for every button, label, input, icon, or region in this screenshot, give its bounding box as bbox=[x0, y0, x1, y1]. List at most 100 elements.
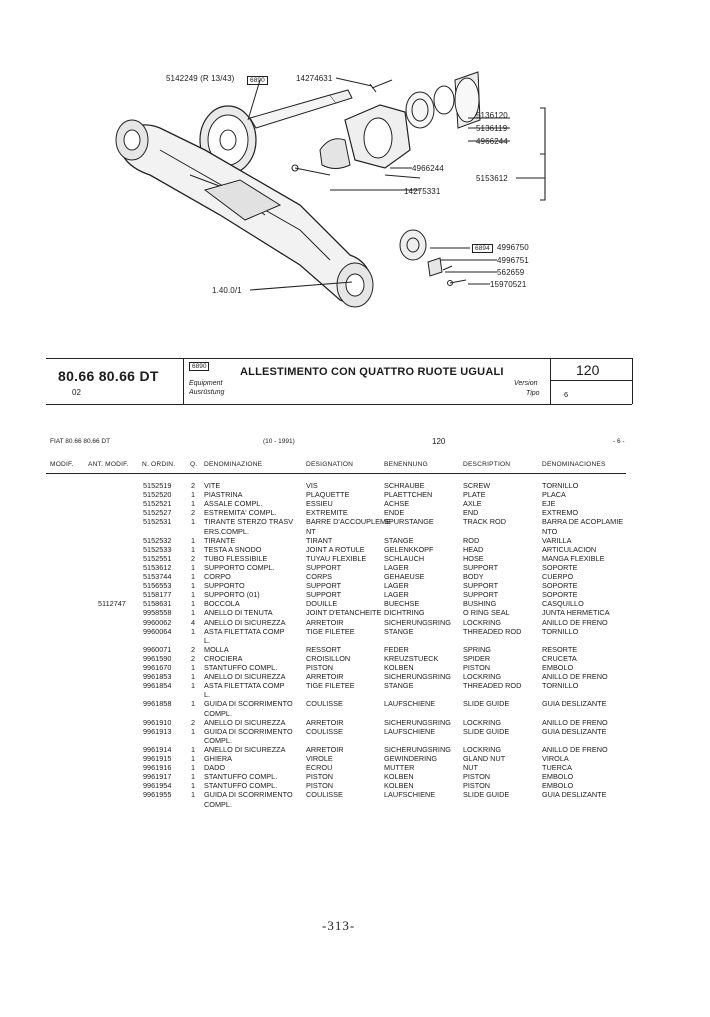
cell-designation: COULISSE bbox=[306, 699, 343, 709]
cell-benennung: LAGER bbox=[384, 562, 409, 572]
cell-description: THREADED ROD bbox=[463, 681, 522, 691]
cell-designation: VIS bbox=[306, 481, 318, 490]
cell-benennung: ACHSE bbox=[384, 499, 410, 509]
cell-denominazione: ANELLO DI TENUTA bbox=[204, 608, 273, 618]
cell-denominaciones: ARTICULACION bbox=[542, 544, 597, 554]
cell-qty: 1 bbox=[191, 681, 196, 691]
cell-denominazione: ANELLO DI SICUREZZA bbox=[204, 617, 286, 627]
cell-description: LOCKRING bbox=[463, 617, 502, 627]
subheader-page: - 6 - bbox=[613, 438, 625, 445]
col-benennung: BENENNUNG bbox=[384, 461, 428, 468]
cell-benennung: LAUFSCHIENE bbox=[384, 699, 436, 709]
subheader-model: FIAT 80.66 80.66 DT bbox=[50, 438, 111, 445]
cell-description: BUSHING bbox=[463, 599, 497, 609]
cell-designation: TIRANT bbox=[306, 535, 333, 545]
cell-designation: SUPPORT bbox=[306, 581, 342, 591]
label-14275331: 14275331 bbox=[404, 187, 441, 196]
cell-description: NUT bbox=[463, 763, 478, 773]
cell-denominaciones: CUERPO bbox=[542, 572, 574, 581]
cell-designation: ARRETOIR bbox=[306, 672, 344, 682]
tipo-label: Tipo bbox=[526, 390, 540, 397]
cell-qty: 2 bbox=[191, 553, 196, 563]
exploded-axle-diagram: 5142249 (R 13/43) 6890 14274631 5136120 … bbox=[0, 0, 710, 350]
label-4996750: 4996750 bbox=[497, 243, 529, 252]
cell-denominazione: GHIERA bbox=[204, 754, 232, 763]
cell-ordin: 9961853 bbox=[143, 672, 172, 682]
cell-ordin: 9961910 bbox=[143, 717, 172, 727]
cell-qty: 1 bbox=[191, 490, 196, 500]
header-divider-1 bbox=[183, 358, 184, 404]
badge-6890: 6890 bbox=[247, 76, 268, 85]
axle-drawing bbox=[115, 71, 546, 308]
cell-designation: PISTON bbox=[306, 781, 334, 791]
cell-ordin: 5152521 bbox=[143, 499, 172, 509]
badge-6894: 6894 bbox=[472, 244, 493, 253]
cell-denominaciones: EMBOLO bbox=[542, 781, 574, 791]
cell-denominazione: L. bbox=[204, 635, 211, 645]
col-description: DESCRIPTION bbox=[463, 461, 511, 468]
cell-benennung: LAGER bbox=[384, 581, 409, 591]
cell-ordin: 9961954 bbox=[143, 781, 172, 791]
label-5153612: 5153612 bbox=[476, 174, 508, 183]
cell-ordin: 9961913 bbox=[143, 726, 172, 736]
cell-designation: PLAQUETTE bbox=[306, 490, 350, 500]
cell-denominaciones: EMBOLO bbox=[542, 772, 574, 782]
cell-qty: 2 bbox=[191, 653, 196, 663]
cell-designation: DOUILLE bbox=[306, 599, 338, 609]
col-qty: Q. bbox=[190, 461, 198, 468]
cell-denominazione: COMPL. bbox=[204, 708, 232, 718]
cell-ordin: 5158631 bbox=[143, 599, 172, 609]
cell-description: SPIDER bbox=[463, 653, 491, 663]
cell-description: SUPPORT bbox=[463, 590, 499, 600]
cell-qty: 1 bbox=[191, 781, 196, 791]
cell-benennung: SCHLAUCH bbox=[384, 553, 425, 563]
cell-designation: SUPPORT bbox=[306, 590, 342, 600]
cell-ordin: 9961854 bbox=[143, 681, 172, 691]
section-title: ALLESTIMENTO CON QUATTRO RUOTE UGUALI bbox=[240, 366, 504, 378]
cell-ordin: 5158177 bbox=[143, 590, 172, 600]
cell-denominazione: PIASTRINA bbox=[204, 490, 243, 500]
cell-designation: RESSORT bbox=[306, 644, 342, 654]
cell-qty: 1 bbox=[191, 672, 196, 682]
cell-denominazione: TIRANTE STERZO TRASV bbox=[204, 517, 294, 527]
version-label: Version bbox=[514, 380, 538, 387]
col-denominaciones: DENOMINACIONES bbox=[542, 461, 606, 468]
cell-qty: 1 bbox=[191, 544, 196, 554]
label-4996751: 4996751 bbox=[497, 256, 529, 265]
cell-designation: VIROLE bbox=[306, 754, 333, 763]
cell-ordin: 5152551 bbox=[143, 553, 172, 563]
cell-ordin: 5153744 bbox=[143, 572, 172, 581]
cell-designation: SUPPORT bbox=[306, 562, 342, 572]
cell-denominaciones: MANGA FLEXIBLE bbox=[542, 553, 605, 563]
col-denominazione: DENOMINAZIONE bbox=[204, 461, 263, 468]
cell-denominaciones: CASQUILLO bbox=[542, 599, 584, 609]
cell-ordin: 5152533 bbox=[143, 544, 172, 554]
cell-benennung: KREUZSTUECK bbox=[384, 653, 439, 663]
cell-description: HOSE bbox=[463, 553, 484, 563]
cell-designation: CROISILLON bbox=[306, 653, 351, 663]
cell-denominazione: GUIDA DI SCORRIMENTO bbox=[204, 726, 293, 736]
cell-denominazione: BOCCOLA bbox=[204, 599, 240, 609]
cell-qty: 1 bbox=[191, 663, 196, 672]
cell-qty: 1 bbox=[191, 535, 196, 545]
equipment-label: Equipment bbox=[189, 380, 223, 387]
cell-qty: 2 bbox=[191, 508, 196, 518]
cell-benennung: SICHERUNGSRING bbox=[384, 744, 451, 754]
cell-denominaciones: TUERCA bbox=[542, 763, 572, 773]
header-divider-2 bbox=[550, 358, 551, 404]
cell-qty: 1 bbox=[191, 590, 196, 600]
cell-denominazione: ASSALE COMPL. bbox=[204, 499, 263, 509]
cell-denominazione: CORPO bbox=[204, 572, 231, 581]
page-number: -313- bbox=[322, 918, 356, 933]
cell-denominazione: CROCIERA bbox=[204, 653, 243, 663]
cell-ordin: 5152527 bbox=[143, 508, 172, 518]
cell-designation: ARRETOIR bbox=[306, 717, 344, 727]
cell-qty: 1 bbox=[191, 562, 196, 572]
